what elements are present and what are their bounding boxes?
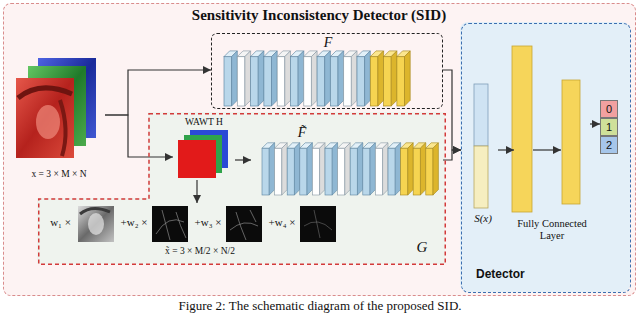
- panel-fill: [460, 22, 630, 292]
- feature-vector: [474, 84, 488, 146]
- cnn-network: [384, 51, 397, 106]
- network-symbol: F̃: [287, 125, 317, 141]
- subband-images: [226, 206, 262, 242]
- cnn-network: [300, 143, 313, 195]
- fc-bars: [562, 80, 580, 204]
- weight-label: +w₄ ×: [265, 216, 299, 229]
- subband-images: [88, 213, 104, 235]
- arrow: [197, 180, 198, 203]
- connector-arrow: [105, 115, 173, 157]
- transform-label: WAWT H: [173, 117, 235, 128]
- cnn-network: [224, 51, 237, 106]
- dimension-label: x = 3 × M × N: [13, 169, 105, 180]
- cnn-network: [325, 143, 338, 195]
- branch-outline: [39, 114, 446, 265]
- class-cell: 1: [600, 118, 618, 136]
- subband-images: [78, 206, 336, 242]
- connector-arrow: [443, 70, 461, 150]
- figure-caption: Figure 2: The schematic diagram of the p…: [0, 299, 640, 314]
- cnn-network: [344, 51, 357, 106]
- cnn-network: [413, 143, 426, 195]
- connector-arrow: [105, 70, 211, 115]
- input-image: [16, 78, 74, 158]
- network-symbol: F: [312, 35, 344, 51]
- cnn-network: [224, 51, 410, 106]
- input-image: [18, 88, 72, 98]
- fc-bars: [512, 46, 532, 212]
- fc-bars: [533, 149, 561, 150]
- fc-layer-node: Fully Connected Layer: [514, 48, 590, 260]
- input-image: [16, 58, 96, 158]
- weight-label: w₁ ×: [44, 216, 77, 229]
- class-cell: 2: [600, 136, 618, 154]
- network-node: F̃: [251, 125, 443, 197]
- cnn-network: [237, 51, 250, 106]
- cnn-network: [277, 51, 290, 106]
- cnn-network: [357, 51, 370, 106]
- subband-images: [80, 208, 110, 214]
- connector-arrow: [590, 123, 600, 124]
- outer-panel: Sensitivity Inconsistency Detector (SID)…: [3, 3, 636, 296]
- subband-images: [304, 210, 332, 238]
- subband-images: [156, 210, 186, 240]
- cnn-network: [291, 51, 304, 106]
- branch-symbol: G: [410, 239, 434, 256]
- cnn-network: [370, 51, 383, 106]
- connector-arrow: [235, 159, 251, 160]
- cnn-network: [330, 51, 343, 106]
- vector-label: S(x): [468, 212, 498, 225]
- input-image-node: x = 3 × M × N: [13, 57, 105, 187]
- panel-fill: [3, 3, 636, 296]
- fc-bars: [512, 46, 580, 212]
- cnn-network: [375, 143, 388, 195]
- cnn-network: [312, 143, 325, 195]
- panel-label: Detector: [476, 268, 566, 282]
- feature-vector-node: S(x): [468, 86, 498, 226]
- cnn-network: [397, 51, 410, 106]
- cnn-network: [262, 143, 438, 195]
- subband-images: [230, 210, 258, 240]
- cnn-network: [251, 51, 264, 106]
- cnn-network: [363, 143, 376, 195]
- cnn-network: [262, 143, 275, 195]
- cnn-network: [264, 51, 277, 106]
- cnn-network: [401, 143, 414, 195]
- panel-title: Sensitivity Inconsistency Detector (SID): [4, 7, 634, 24]
- panel-fill: [37, 112, 445, 264]
- subband-images: [152, 206, 188, 242]
- wavelet-stack: [178, 130, 228, 178]
- branch-outline: [38, 113, 446, 265]
- layer-label: Fully Connected Layer: [514, 218, 590, 242]
- connector-arrow: [498, 149, 514, 150]
- cnn-network: [304, 51, 317, 106]
- cnn-network: [338, 143, 351, 195]
- detector-panel: Detector S(x) Fully Connected Layer 012: [461, 23, 631, 293]
- weight-label: +w₃ ×: [191, 216, 225, 229]
- wavelet-branch-box: G WAWT H F̃: [38, 113, 446, 265]
- output-node: 012: [600, 100, 618, 154]
- feature-vector: [474, 146, 488, 208]
- network-box: F: [211, 33, 443, 109]
- subband-images: [78, 206, 114, 242]
- arrow: [196, 180, 197, 203]
- input-image: [60, 100, 66, 156]
- cnn-network: [287, 143, 300, 195]
- cnn-network: [317, 51, 330, 106]
- weight-label: +w₂ ×: [117, 216, 151, 229]
- cnn-network: [388, 143, 401, 195]
- wavelet-transform: WAWT H: [173, 117, 235, 185]
- cnn-network: [426, 143, 439, 195]
- wavelet-stack: [178, 140, 216, 178]
- class-cell: 0: [600, 100, 618, 118]
- subband-images: [300, 206, 336, 242]
- cnn-network: [350, 143, 363, 195]
- dimension-label: x̃ = 3 × M/2 × N/2: [140, 246, 260, 257]
- input-image: [36, 105, 60, 139]
- cnn-network: [275, 143, 288, 195]
- panel-fill: [3, 3, 636, 296]
- feature-vector: [474, 84, 488, 208]
